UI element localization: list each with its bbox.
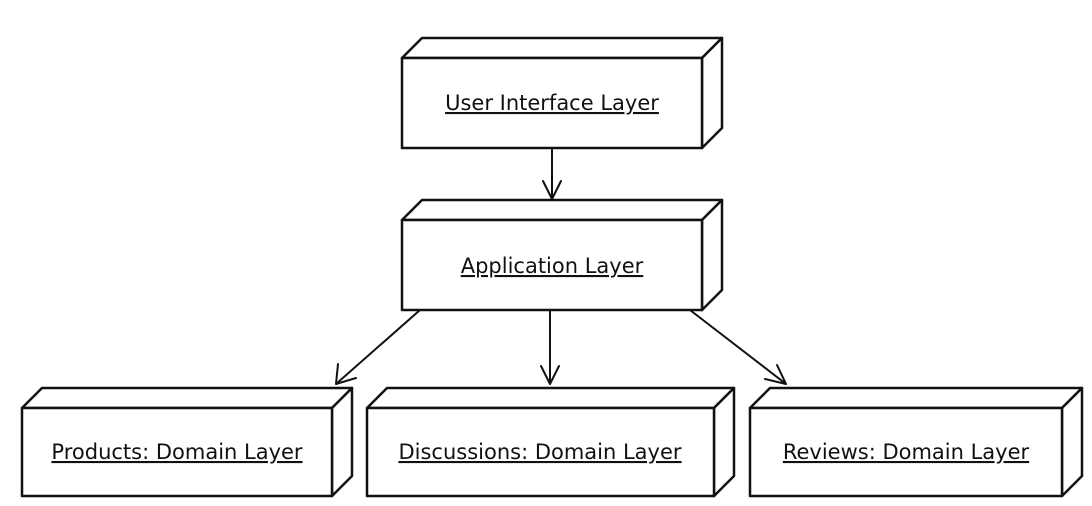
node-label-products-domain-layer: Products: Domain Layer: [51, 440, 303, 464]
node-label-discussions-domain-layer: Discussions: Domain Layer: [398, 440, 681, 464]
node-user-interface-layer: User Interface Layer: [400, 36, 724, 150]
edges: [335, 148, 787, 385]
edge-app-to-products: [335, 309, 421, 385]
edge-app-to-reviews: [689, 309, 787, 385]
node-products-domain-layer: Products: Domain Layer: [20, 386, 354, 498]
node-label-application-layer: Application Layer: [461, 254, 644, 278]
node-reviews-domain-layer: Reviews: Domain Layer: [748, 386, 1084, 498]
edge-ui-to-app: [542, 148, 562, 200]
node-application-layer: Application Layer: [400, 198, 724, 312]
node-label-reviews-domain-layer: Reviews: Domain Layer: [783, 440, 1030, 464]
node-label-user-interface-layer: User Interface Layer: [445, 91, 659, 115]
edge-app-to-discussions: [540, 310, 560, 385]
node-discussions-domain-layer: Discussions: Domain Layer: [365, 386, 736, 498]
